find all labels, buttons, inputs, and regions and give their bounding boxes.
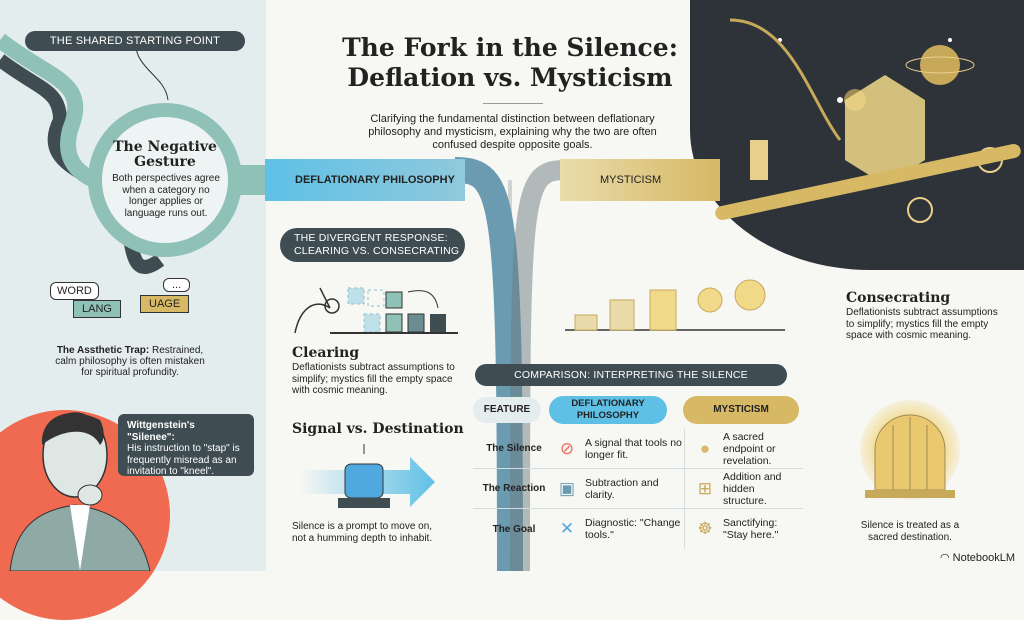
clearing-illustration bbox=[294, 287, 458, 334]
negative-gesture-title: The Negative Gesture bbox=[113, 139, 217, 170]
quote-title: Wittgenstein's "Silenee": bbox=[127, 420, 195, 443]
table-row: The Reaction ▣ Subtraction and clarity. ⊞… bbox=[473, 469, 803, 509]
signal-destination-title: Signal vs. Destination bbox=[292, 421, 464, 437]
deflation-cell: Subtraction and clarity. bbox=[585, 476, 659, 501]
glowing-dome-icon bbox=[860, 400, 960, 500]
quote-text: His instruction to "stap" is frequently … bbox=[127, 443, 240, 477]
shared-starting-point-label: THE SHARED STARTING POINT bbox=[25, 31, 245, 51]
cosmic-illustration bbox=[690, 0, 1024, 270]
comparison-table: FEATURE DEFLATIONARY PHILOSOPHY MYSTICIS… bbox=[473, 395, 803, 549]
deflation-cell: Diagnostic: "Change tools." bbox=[585, 517, 681, 541]
crystal-ball-icon: ● bbox=[699, 438, 711, 458]
header-mysticism: MYSTICISM bbox=[683, 396, 799, 424]
consecrating-illustration bbox=[565, 279, 785, 331]
bubble-word: WORD bbox=[50, 282, 99, 300]
wittgenstein-portrait bbox=[9, 412, 151, 571]
destination-text: Silence is treated as a sacred destinati… bbox=[860, 520, 960, 543]
header-feature: FEATURE bbox=[473, 397, 541, 423]
subtract-blocks-icon: ▣ bbox=[558, 478, 576, 498]
feature-cell: The Reaction bbox=[482, 483, 546, 494]
language-bubbles-illustration: WORD LANG UAGE ... bbox=[45, 278, 215, 335]
consecrating-text: Deflationists subtract assumptions to si… bbox=[846, 307, 998, 341]
notebooklm-logo-icon: ◠ bbox=[940, 552, 953, 564]
no-wrench-icon: ⊘ bbox=[559, 438, 575, 458]
mysticism-cell: Addition and hidden structure. bbox=[723, 470, 782, 507]
title-line-2: Deflation vs. Mysticism bbox=[347, 63, 673, 92]
mysticism-band: MYSTICISM bbox=[560, 159, 720, 201]
subtitle: Clarifying the fundamental distinction b… bbox=[368, 113, 657, 151]
bubble-ellipsis: ... bbox=[163, 278, 191, 292]
table-row: The Silence ⊘ A signal that tools no long… bbox=[473, 429, 803, 469]
meditation-icon: ☸ bbox=[697, 519, 713, 538]
consecrating-title: Consecrating bbox=[846, 290, 951, 306]
wittgenstein-quote-bubble: Wittgenstein's "Silenee": His instructio… bbox=[118, 414, 254, 477]
comparison-title: COMPARISON: INTERPRETING THE SILENCE bbox=[475, 364, 787, 386]
mysticism-cell: Sanctifying: "Stay here." bbox=[723, 517, 779, 541]
page-title: The Fork in the Silence: Deflation vs. M… bbox=[300, 33, 720, 93]
tools-icon: ✕ bbox=[559, 519, 575, 538]
brand-label: NotebookLM bbox=[952, 552, 1016, 564]
negative-gesture-text: Both perspectives agree when a category … bbox=[112, 173, 220, 219]
siren-arrow-icon bbox=[300, 444, 435, 508]
bubble-uage: UAGE bbox=[140, 295, 190, 313]
aesthetic-trap-text: The Assthetic Trap: Restrained, calm phi… bbox=[50, 345, 210, 378]
signal-text: Silence is a prompt to move on, not a hu… bbox=[292, 521, 433, 544]
deflation-cell: A signal that tools no longer fit. bbox=[585, 436, 682, 461]
title-line-1: The Fork in the Silence: bbox=[342, 33, 678, 62]
header-deflation: DEFLATIONARY PHILOSOPHY bbox=[549, 396, 667, 424]
divergent-response-label: THE DIVERGENT RESPONSE: CLEARING VS. CON… bbox=[280, 228, 465, 262]
aesthetic-trap-label: The Assthetic Trap: bbox=[56, 345, 150, 356]
clearing-title: Clearing bbox=[292, 345, 360, 361]
clearing-text: Deflationists subtract assumptions to si… bbox=[292, 362, 455, 396]
title-divider bbox=[483, 103, 543, 104]
table-row: The Goal ✕ Diagnostic: "Change tools." ☸ S… bbox=[473, 509, 803, 549]
mysticism-cell: A sacred endpoint or revelation. bbox=[723, 430, 776, 467]
add-blocks-icon: ⊞ bbox=[697, 478, 713, 498]
notebooklm-brand: ◠ NotebookLM bbox=[940, 551, 1015, 564]
bubble-lang: LANG bbox=[73, 300, 121, 318]
aesthetic-trap-body: Restrained, calm philosophy is often mis… bbox=[55, 345, 205, 378]
teal-path bbox=[0, 33, 566, 571]
feature-cell: The Goal bbox=[492, 523, 536, 535]
deflationary-philosophy-band: DEFLATIONARY PHILOSOPHY bbox=[265, 159, 465, 201]
feature-cell: The Silence bbox=[486, 443, 542, 454]
